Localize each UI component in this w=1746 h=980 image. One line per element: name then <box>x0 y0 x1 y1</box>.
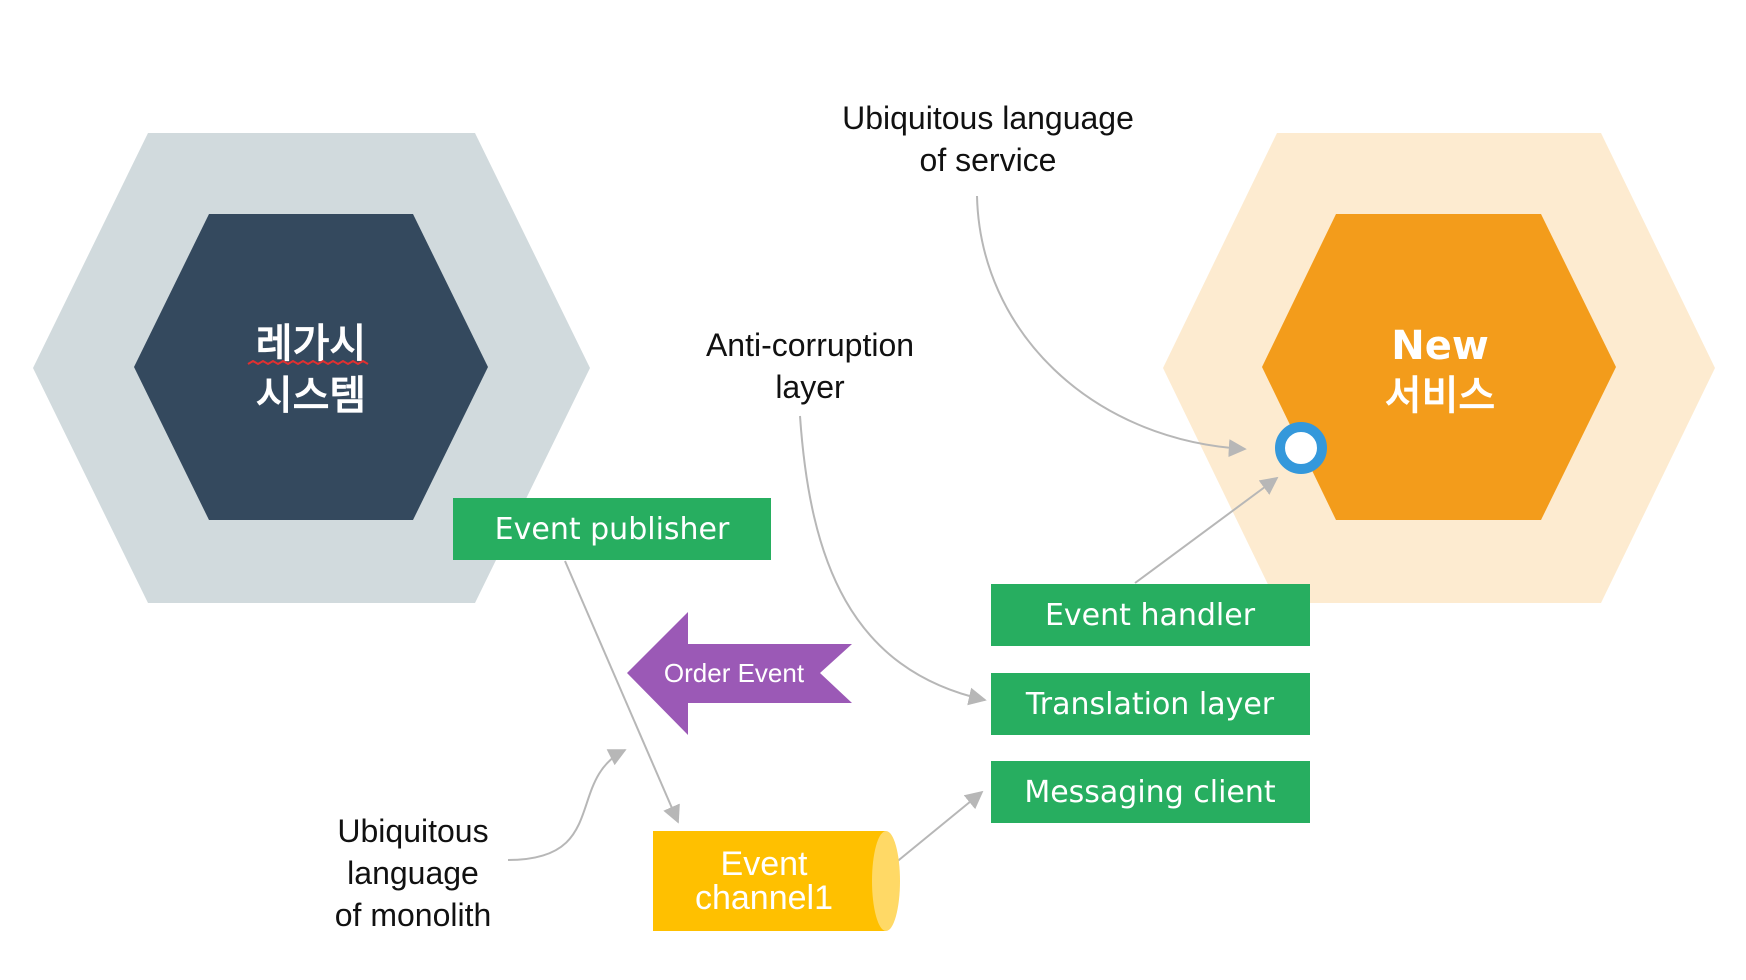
monolith-language-line3: of monolith <box>335 897 492 933</box>
connectors <box>507 195 1279 865</box>
channel-to-messaging-connector <box>893 790 984 865</box>
event-channel-line1: Event <box>721 845 808 883</box>
spellcheck-underline <box>247 359 369 366</box>
translation-layer-label: Translation layer <box>1025 687 1275 722</box>
handler-to-service-connector <box>1134 476 1279 584</box>
anti-corruption-note: Anti-corruption layer <box>706 327 914 405</box>
translation-layer-box: Translation layer <box>991 673 1310 735</box>
service-language-connector <box>976 195 1247 458</box>
messaging-client-box: Messaging client <box>991 761 1310 823</box>
event-handler-label: Event handler <box>1045 598 1256 633</box>
publisher-to-channel-connector <box>564 560 680 824</box>
event-channel: Event channel1 <box>653 831 900 931</box>
anti-corruption-line1: Anti-corruption <box>706 327 914 363</box>
order-event-label: Order Event <box>664 658 805 688</box>
service-title-line1: New <box>1391 323 1489 369</box>
event-channel-line2: channel1 <box>695 879 833 917</box>
event-publisher-label: Event publisher <box>495 512 730 547</box>
new-service: New 서비스 <box>1163 133 1715 603</box>
order-event-arrow-icon <box>627 612 852 735</box>
monolith-language-line2: language <box>347 855 479 891</box>
monolith-language-line1: Ubiquitous <box>337 813 488 849</box>
service-port-icon <box>1275 422 1327 474</box>
service-language-note: Ubiquitous language of service <box>842 100 1134 178</box>
legacy-inner-hexagon <box>134 214 488 520</box>
order-event-arrow: Order Event <box>627 612 852 735</box>
event-publisher-box: Event publisher <box>453 498 771 560</box>
event-channel-end <box>872 831 900 931</box>
messaging-client-label: Messaging client <box>1024 775 1276 810</box>
anti-corruption-line2: layer <box>775 369 845 405</box>
legacy-title-line2: 시스템 <box>256 373 366 419</box>
legacy-title-line1: 레가시 <box>256 321 366 367</box>
monolith-language-note: Ubiquitous language of monolith <box>335 813 492 933</box>
legacy-system: 레가시 시스템 <box>33 133 590 603</box>
anti-corruption-connector <box>799 415 987 706</box>
service-title-line2: 서비스 <box>1385 373 1495 419</box>
service-inner-hexagon <box>1262 214 1616 520</box>
service-language-line2: of service <box>920 142 1057 178</box>
monolith-language-connector <box>507 749 627 861</box>
service-language-line1: Ubiquitous language <box>842 100 1134 136</box>
event-handler-box: Event handler <box>991 584 1310 646</box>
event-channel-body <box>653 831 886 931</box>
